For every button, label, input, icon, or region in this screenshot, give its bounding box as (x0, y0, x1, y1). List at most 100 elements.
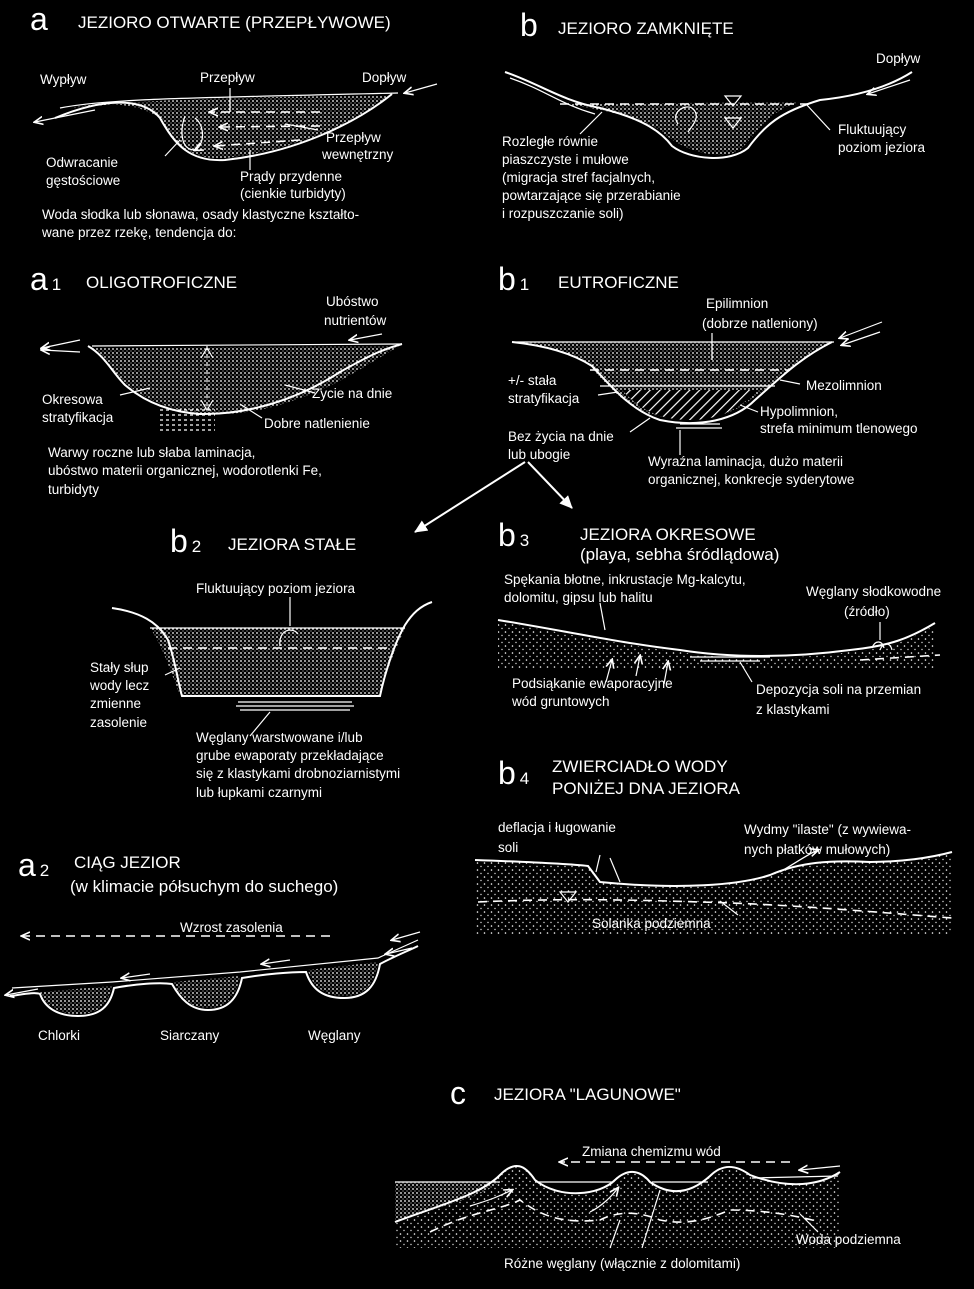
panel-b-label-level-1: Fluktuujący (838, 122, 907, 137)
panel-b2-label-col-4: zasolenie (90, 715, 147, 730)
panel-b-title: JEZIORO ZAMKNIĘTE (558, 19, 734, 38)
panel-a-label-bottom-2: (cienkie turbidyty) (240, 186, 346, 201)
panel-a-label-inflow: Dopływ (362, 70, 407, 85)
panel-a2-label-chlorides: Chlorki (38, 1028, 80, 1043)
panel-a-label-internal-2: wewnętrzny (321, 147, 394, 162)
panel-b1-label-epi-1: Epilimnion (706, 296, 768, 311)
panel-b2-label-col-2: wody lecz (89, 678, 150, 693)
panel-b1-label-meso: Mezolimnion (806, 378, 882, 393)
panel-b4-label-defl-2: soli (498, 840, 518, 855)
panel-b-label-inflow: Dopływ (876, 51, 921, 66)
panel-b4-sediment (475, 852, 952, 935)
panel-a2-lake-3 (308, 962, 378, 996)
panel-b3-label-salt-2: z klastykami (756, 702, 830, 717)
panel-b2-label-col-3: zmienne (90, 696, 141, 711)
panel-b4-label-brine: Solanka podziemna (592, 916, 711, 931)
panel-a2-title-2: (w klimacie półsuchym do suchego) (70, 877, 338, 896)
panel-b2-label-carb-2: grube ewaporaty przekładające (196, 748, 384, 763)
branch-arrow-right (527, 461, 573, 509)
panel-b4-label-dunes-2: nych płatków mułowych) (744, 842, 890, 857)
panel-a2-label-salinity: Wzrost zasolenia (180, 920, 283, 935)
panel-a2-lake-1 (40, 986, 112, 1014)
panel-b-label-plains-2: piaszczyste i mułowe (502, 152, 629, 167)
panel-a2-profile (9, 945, 419, 1018)
panel-a-label-flow: Przepływ (200, 70, 255, 85)
panel-b1-label-hypo-2: strefa minimum tlenowego (760, 421, 918, 436)
panel-b2-label-carb-3: się z klastykami drobnoziarnistymi (196, 766, 400, 781)
panel-b2-water (150, 628, 405, 695)
panel-a1-desc-2: ubóstwo materii organicznej, wodorotlenk… (48, 463, 322, 478)
panel-b1-water (515, 342, 830, 419)
panel-a: a JEZIORO OTWARTE (PRZEPŁYWOWE) Wypływ P… (30, 1, 438, 240)
panel-b3-label-fresh-2: (źródło) (844, 604, 890, 619)
panel-b-label-plains-4: powtarzające się przerabianie (502, 188, 681, 203)
panel-a1-label-oxygen: Dobre natlenienie (264, 416, 370, 431)
panel-c: c JEZIORA "LAGUNOWE" Zmiana chemizmu wód… (394, 1075, 901, 1271)
panel-a-outflow-arrow (35, 109, 96, 122)
panel-b1-label-lam-1: Wyraźna laminacja, dużo materii (648, 454, 843, 469)
panel-a1-label-life: Życie na dnie (312, 386, 392, 401)
panel-b4-title-2: PONIŻEJ DNA JEZIORA (552, 779, 741, 798)
panel-a-label-density-1: Odwracanie (46, 155, 118, 170)
panel-a2-label-sulfates: Siarczany (160, 1028, 220, 1043)
panel-b1-label-hypo-1: Hypolimnion, (760, 404, 838, 419)
panel-c-label-ground: Woda podziemna (796, 1232, 901, 1247)
panel-c-letter: c (450, 1075, 466, 1111)
panel-a2-title-1: CIĄG JEZIOR (74, 853, 181, 872)
panel-b3-title-2: (playa, sebha śródlądowa) (580, 545, 779, 564)
panel-b3-sediment (498, 622, 935, 668)
panel-a-title: JEZIORO OTWARTE (PRZEPŁYWOWE) (78, 13, 391, 32)
panel-a-label-density-2: gęstościowe (46, 173, 120, 188)
panel-b1-title: EUTROFICZNE (558, 273, 679, 292)
panel-b-label-plains-1: Rozległe równie (502, 134, 598, 149)
panel-b2-label-carb-4: lub łupkami czarnymi (196, 785, 322, 800)
panel-b1-label-nolife-2: lub ubogie (508, 447, 570, 462)
panel-a1-label-poor-1: Ubóstwo (326, 294, 379, 309)
panel-a1-inflow-arrow (350, 333, 383, 340)
panel-a-label-internal-1: Przepływ (326, 130, 381, 145)
panel-b2-label-carb-1: Węglany warstwowane i/lub (196, 730, 363, 745)
panel-b3-title-1: JEZIORA OKRESOWE (580, 525, 756, 544)
panel-b1-label-nolife-1: Bez życia na dnie (508, 429, 614, 444)
panel-a-label-outflow: Wypływ (40, 72, 87, 87)
branch-arrow-left (414, 461, 526, 533)
panel-b-letter: b (520, 7, 538, 43)
panel-b3-label-salt-1: Depozycja soli na przemian (756, 682, 921, 697)
panel-b1-label-lam-2: organicznej, konkrecje syderytowe (648, 472, 854, 487)
panel-c-title: JEZIORA "LAGUNOWE" (494, 1085, 681, 1104)
panel-c-surface (394, 1165, 841, 1223)
panel-b-label-level-2: poziom jeziora (838, 140, 926, 155)
panel-b3-label-fresh-1: Węglany słodkowodne (806, 584, 941, 599)
panel-a-inflow-arrow (405, 83, 438, 93)
panel-b1-inflow-arrow (840, 321, 883, 338)
panel-b-label-plains-3: (migracja stref facjalnych, (502, 170, 655, 185)
panel-a1-basin (87, 343, 403, 416)
panel-b3-label-crack-1: Spękania błotne, inkrustacje Mg-kalcytu, (504, 572, 746, 587)
panel-b2-basin (111, 601, 433, 697)
panel-a-note-2: wane przez rzekę, tendencja do: (41, 225, 236, 240)
panel-a1-label-poor-2: nutrientów (324, 313, 387, 328)
panel-b4-label-dunes-1: Wydmy "ilaste" (z wywiewa- (744, 822, 911, 837)
panel-c-sediment (395, 1165, 840, 1248)
panel-a1-water (92, 346, 400, 415)
panel-c-label-chem: Zmiana chemizmu wód (582, 1144, 721, 1159)
panel-a-note-1: Woda słodka lub słonawa, osady klastyczn… (42, 207, 359, 222)
panel-b2-label-col-1: Stały słup (90, 660, 149, 675)
panel-a2-lake-2 (174, 976, 240, 1008)
panel-b3-label-evap-1: Podsiąkanie ewaporacyjne (512, 676, 673, 691)
panel-b-water (560, 102, 800, 155)
panel-a1-label-strat-2: stratyfikacja (42, 410, 114, 425)
panel-a1-label-strat-1: Okresowa (42, 392, 103, 407)
panel-b4-surface (474, 851, 953, 887)
panel-b1-label-strat-1: +/- stała (508, 373, 557, 388)
panel-b2-label-level: Fluktuujący poziom jeziora (196, 581, 356, 596)
panel-b2-title: JEZIORA STAŁE (228, 535, 356, 554)
